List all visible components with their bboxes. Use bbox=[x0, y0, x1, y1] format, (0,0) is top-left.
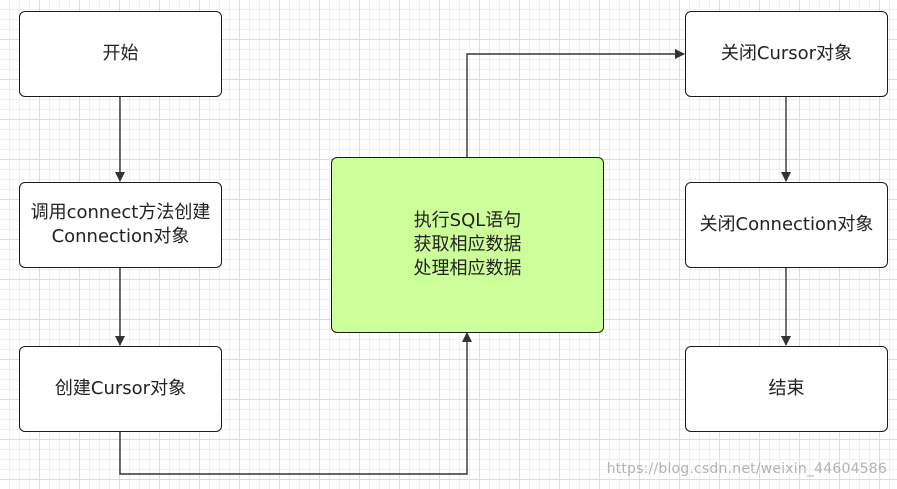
node-execute-sql-label: 执行SQL语句 获取相应数据 处理相应数据 bbox=[413, 210, 522, 279]
node-close-cursor-label: 关闭Cursor对象 bbox=[720, 43, 853, 64]
watermark-text: https://blog.csdn.net/weixin_44604586 bbox=[606, 461, 887, 477]
node-start[interactable]: 开始 bbox=[19, 11, 222, 97]
node-close-connection-label: 关闭Connection对象 bbox=[699, 214, 874, 235]
node-start-label: 开始 bbox=[102, 43, 139, 64]
edge-cursor-to-execute bbox=[119, 332, 472, 475]
node-create-cursor-label: 创建Cursor对象 bbox=[54, 378, 187, 399]
node-end-label: 结束 bbox=[768, 378, 805, 399]
node-create-connection-label: 调用connect方法创建Connection对象 bbox=[30, 202, 211, 247]
node-create-cursor[interactable]: 创建Cursor对象 bbox=[19, 346, 222, 432]
node-close-connection[interactable]: 关闭Connection对象 bbox=[685, 182, 888, 268]
node-end[interactable]: 结束 bbox=[685, 346, 888, 432]
node-execute-sql[interactable]: 执行SQL语句 获取相应数据 处理相应数据 bbox=[331, 157, 604, 333]
node-close-cursor[interactable]: 关闭Cursor对象 bbox=[685, 11, 888, 97]
node-create-connection[interactable]: 调用connect方法创建Connection对象 bbox=[19, 182, 222, 268]
edge-execute-to-close-cursor bbox=[466, 49, 685, 157]
